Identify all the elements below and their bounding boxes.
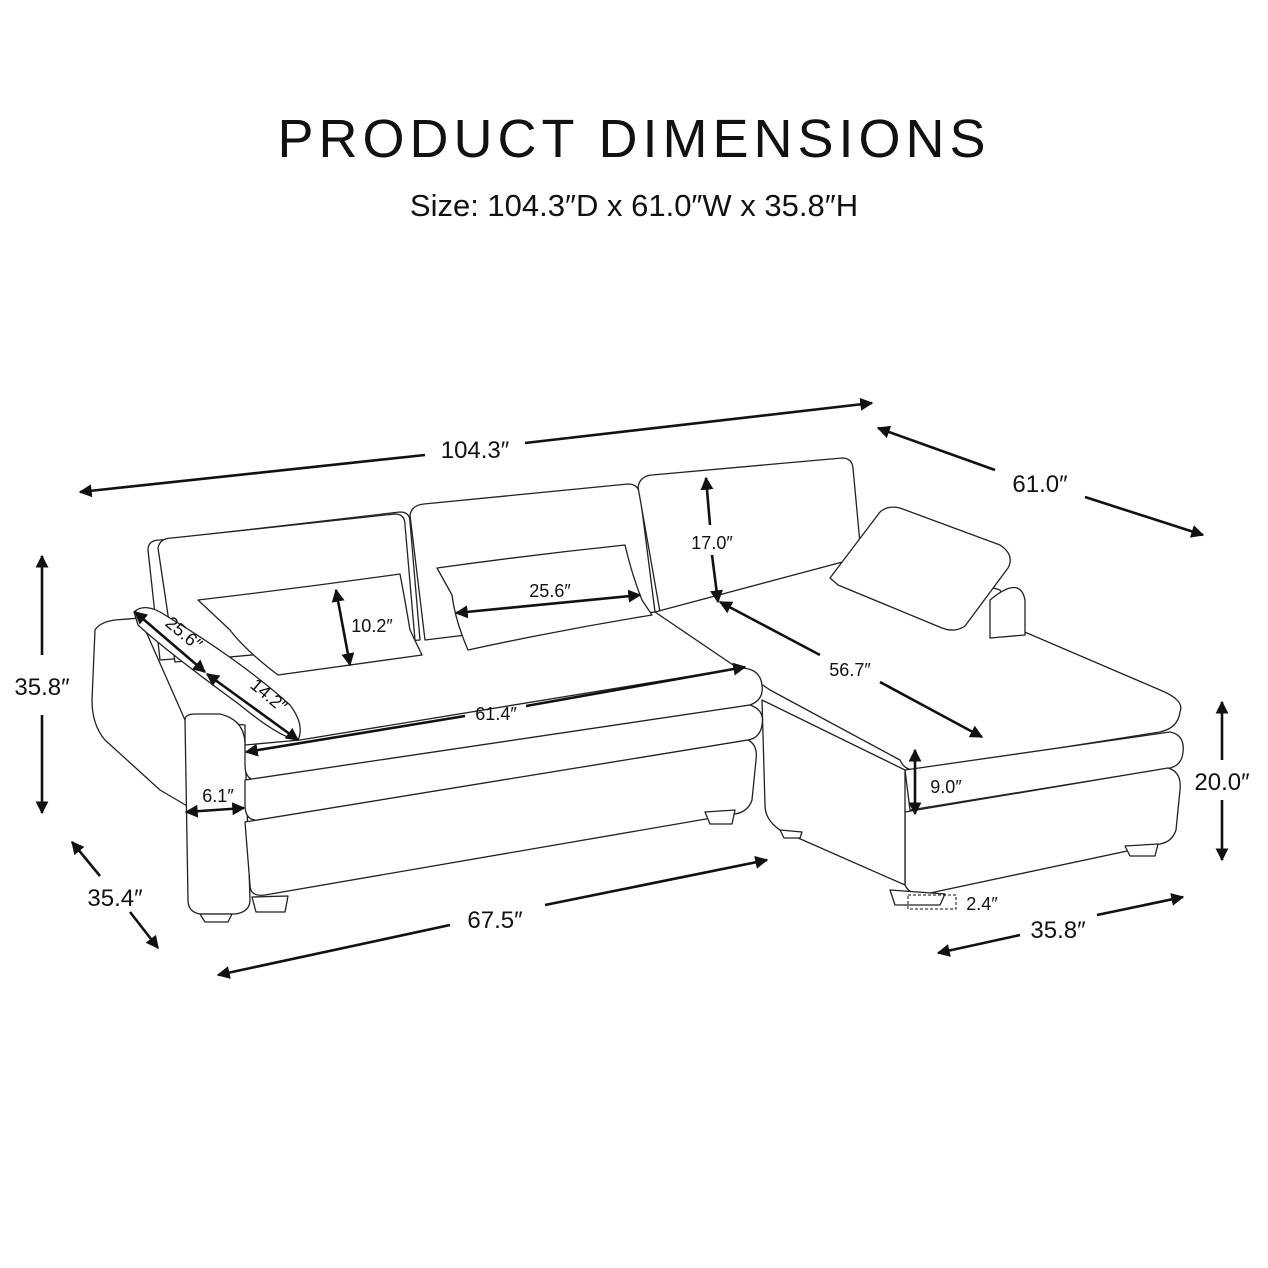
main-leg-front bbox=[251, 895, 289, 913]
label-seat-width: 61.4″ bbox=[475, 704, 517, 724]
left-arm-front bbox=[184, 713, 251, 915]
label-seat-height: 20.0″ bbox=[1194, 769, 1250, 796]
dimension-arrows bbox=[35, 397, 1229, 979]
label-arm-depth: 35.4″ bbox=[87, 885, 143, 912]
main-leg-front-left bbox=[199, 913, 233, 923]
chaise-arm bbox=[989, 586, 1026, 639]
lumbar-pillow-left bbox=[197, 573, 423, 676]
chaise-leg-back bbox=[1124, 843, 1159, 857]
main-leg-back bbox=[704, 809, 736, 825]
label-lumbar-pillow-height: 10.2″ bbox=[351, 616, 393, 636]
main-seat-cushion bbox=[244, 667, 763, 781]
page-title: PRODUCT DIMENSIONS bbox=[277, 109, 991, 169]
chaise-leg-front bbox=[889, 889, 946, 906]
label-overall-width: 61.0″ bbox=[1012, 471, 1068, 498]
label-chaise-width: 35.8″ bbox=[1030, 917, 1086, 944]
label-arm-width: 6.1″ bbox=[202, 786, 234, 806]
label-overall-depth: 104.3″ bbox=[441, 437, 510, 464]
size-summary: Size: 104.3″D x 61.0″W x 35.8″H bbox=[409, 188, 859, 223]
label-overall-height: 35.8″ bbox=[14, 674, 70, 701]
chaise-pillow bbox=[829, 506, 1011, 631]
chaise-side bbox=[761, 699, 906, 886]
label-leg-height: 2.4″ bbox=[966, 894, 998, 914]
label-chaise-depth: 56.7″ bbox=[829, 660, 871, 680]
label-cushion-thickness: 9.0″ bbox=[930, 777, 962, 797]
chaise-cushion-layer bbox=[904, 731, 1184, 811]
label-back-height: 17.0″ bbox=[691, 533, 733, 553]
label-sofa-length: 67.5″ bbox=[467, 907, 523, 934]
chaise-leg-inner bbox=[779, 829, 803, 839]
main-base bbox=[244, 739, 757, 896]
label-lumbar-pillow-length: 25.6″ bbox=[529, 581, 571, 601]
main-seat-layer bbox=[244, 704, 764, 821]
